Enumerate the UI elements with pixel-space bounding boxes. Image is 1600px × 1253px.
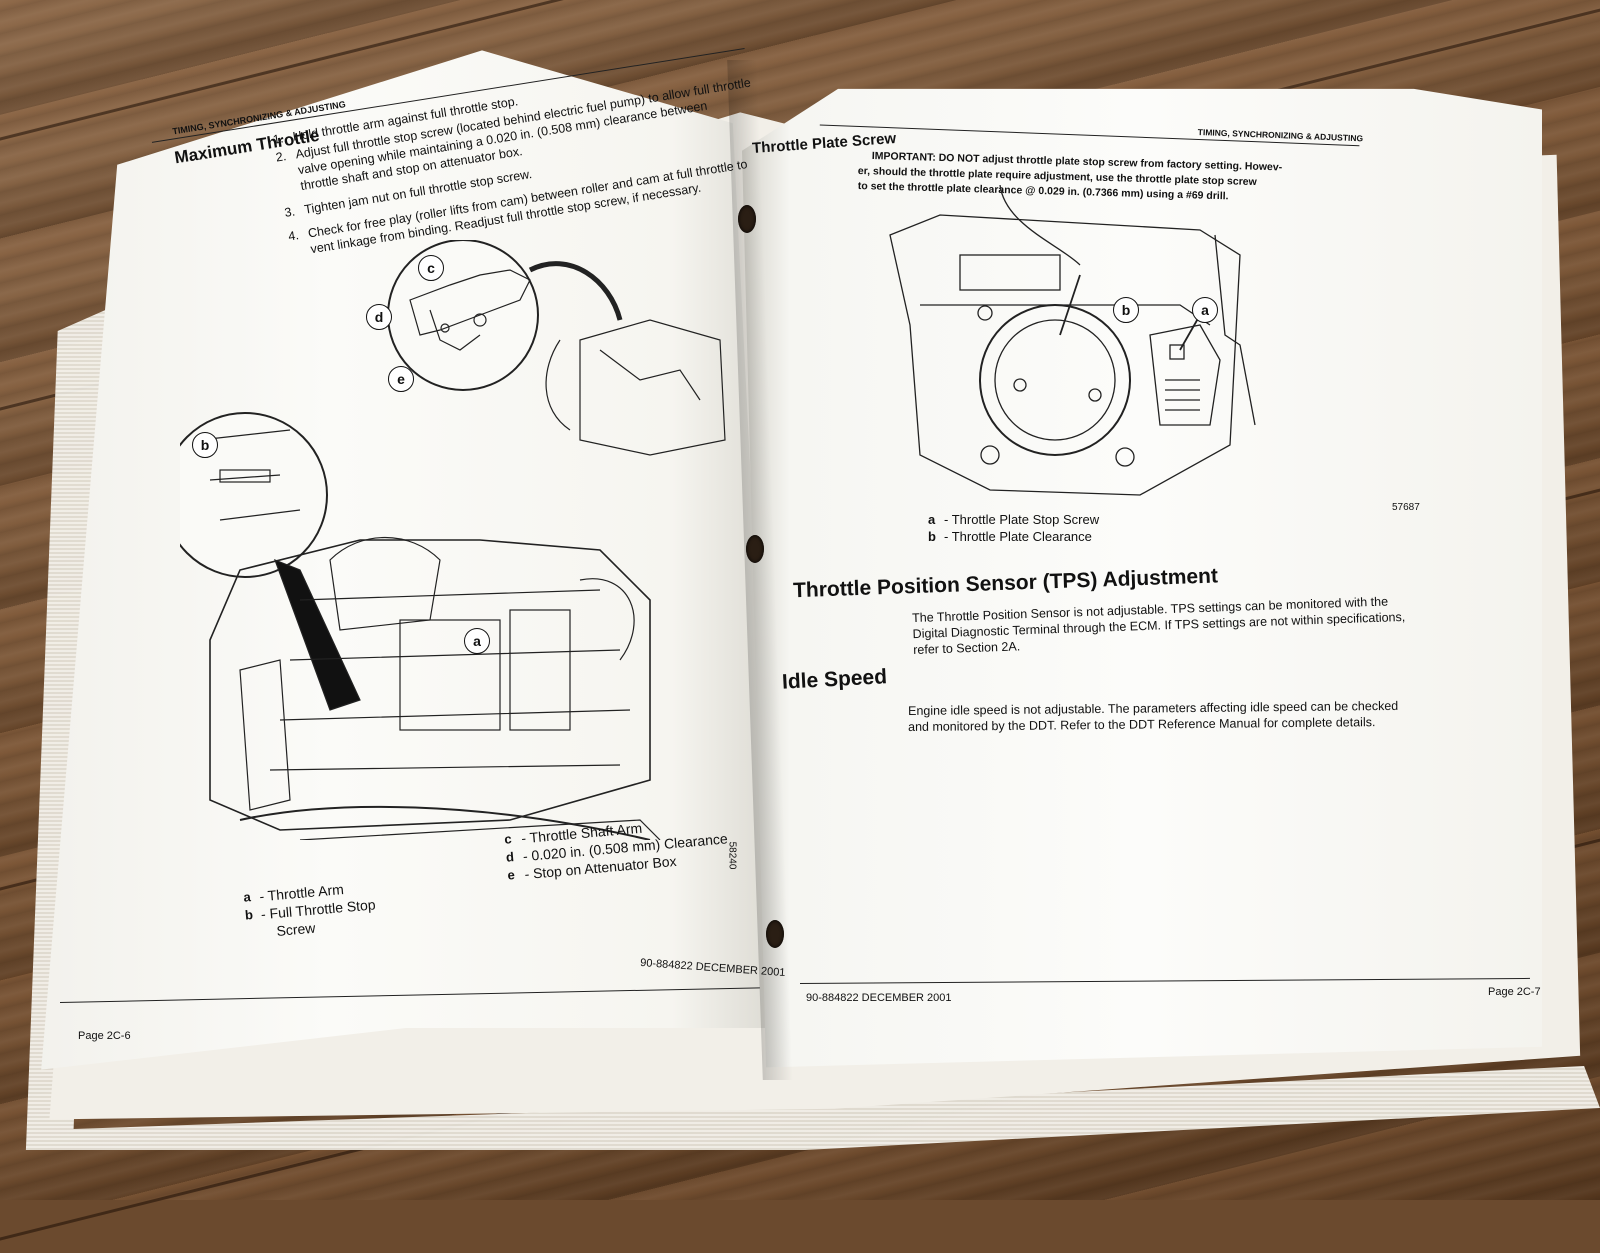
callout-b: b (192, 432, 218, 458)
callout-a: a (1192, 297, 1218, 323)
step-number: 2. (274, 149, 288, 165)
legend-key: a (928, 512, 936, 527)
legend-label: - Throttle Plate Stop Screw (944, 512, 1100, 527)
punch-hole (746, 535, 764, 563)
callout-c: c (418, 255, 444, 281)
callout-d: d (366, 304, 392, 330)
step-number: 3. (283, 204, 297, 220)
throttle-body-illustration (889, 185, 1256, 496)
step-number: 1. (271, 131, 285, 147)
legend-label: Screw (275, 919, 316, 939)
callout-e: e (388, 366, 414, 392)
legend-key: e (506, 867, 516, 883)
legend-key: d (505, 849, 515, 865)
callout-b: b (1113, 297, 1139, 323)
right-footer-doc: 90-884822 DECEMBER 2001 (806, 992, 952, 1004)
engine-illustration (180, 240, 726, 840)
right-footer-page: Page 2C-7 (1488, 986, 1541, 998)
legend-key: b (244, 907, 254, 923)
callout-a: a (464, 628, 490, 654)
right-figure-number: 57687 (1392, 502, 1420, 513)
right-page (742, 88, 1542, 1068)
legend-key: a (242, 889, 252, 905)
punch-hole (738, 205, 756, 233)
left-page (41, 50, 779, 1070)
legend-key: b (928, 529, 936, 544)
legend-key: c (503, 831, 513, 847)
legend-label: - Throttle Plate Clearance (944, 529, 1092, 544)
punch-hole (766, 920, 784, 948)
left-footer-page: Page 2C-6 (78, 1030, 131, 1042)
